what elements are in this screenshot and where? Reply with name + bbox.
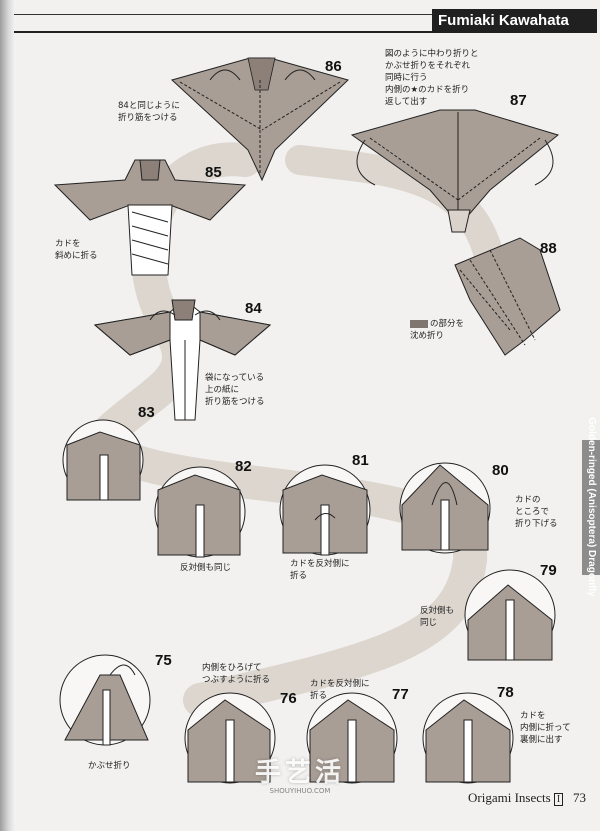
diagram-step-82 bbox=[154, 466, 246, 558]
step-caption: 図のように中わり折りとかぶせ折りをそれぞれ同時に行う内側の★のカドを折り返して出… bbox=[385, 49, 479, 107]
step-caption: 内側をひろげてつぶすように折る bbox=[202, 663, 271, 685]
step-caption: カドを内側に折って裏側に出す bbox=[520, 711, 571, 745]
header-rule bbox=[14, 14, 444, 33]
step-caption: かぶせ折り bbox=[88, 761, 131, 771]
step-number: 79 bbox=[540, 562, 557, 579]
diagram-step-81 bbox=[279, 464, 371, 556]
diagram-step-86 bbox=[171, 57, 349, 182]
diagram-step-84 bbox=[93, 299, 272, 421]
diagram-step-85 bbox=[53, 159, 247, 276]
step-number: 84 bbox=[245, 300, 262, 317]
volume-number: I bbox=[553, 793, 564, 806]
watermark-logo: 手艺活 bbox=[254, 758, 345, 788]
step-caption: 反対側も同じ bbox=[180, 563, 232, 573]
step-caption: カドを反対側に折る bbox=[310, 679, 370, 701]
watermark-url: SHOUYIHUO.COM bbox=[269, 787, 331, 795]
chapter-side-label: Golden-ringed (Anisoptera) Dragonfly bbox=[586, 417, 597, 597]
page-spine-shadow bbox=[0, 0, 14, 831]
diagram-step-88 bbox=[410, 237, 561, 356]
step-caption: 沈め折り bbox=[410, 331, 445, 341]
step-number: 83 bbox=[138, 404, 155, 421]
step-number: 77 bbox=[392, 686, 409, 703]
step-number: 88 bbox=[540, 240, 557, 257]
page-number: 73 bbox=[573, 790, 587, 805]
step-number: 81 bbox=[352, 452, 369, 469]
diagram-step-75 bbox=[59, 654, 151, 746]
diagram-step-87 bbox=[350, 109, 560, 233]
diagram-step-80 bbox=[399, 462, 491, 554]
step-number: 76 bbox=[280, 690, 297, 707]
step-number: 82 bbox=[235, 458, 252, 475]
book-title: Origami Insects bbox=[468, 790, 551, 805]
step-caption: カドを斜めに折る bbox=[55, 239, 98, 261]
step-caption: カドのところで折り下げる bbox=[515, 495, 558, 529]
diagram-step-76 bbox=[184, 692, 276, 784]
step-number: 75 bbox=[155, 652, 172, 669]
step-caption: 反対側も同じ bbox=[420, 606, 455, 628]
step-caption: カドを反対側に折る bbox=[290, 559, 350, 581]
step-caption: 84と同じように折り筋をつける bbox=[118, 101, 180, 123]
diagram-step-77 bbox=[306, 692, 398, 784]
diagram-step-79 bbox=[464, 569, 556, 661]
step-number: 85 bbox=[205, 164, 222, 181]
step-number: 86 bbox=[325, 58, 342, 75]
author-header: Fumiaki Kawahata bbox=[432, 9, 597, 33]
step-caption: の部分を bbox=[430, 319, 465, 329]
step-number: 87 bbox=[510, 92, 527, 109]
diagram-step-78 bbox=[422, 692, 514, 784]
step-caption: 袋になっている上の紙に折り筋をつける bbox=[205, 373, 265, 407]
page-footer: Origami Insects I 73 bbox=[468, 790, 586, 806]
chapter-side-tab: Golden-ringed (Anisoptera) Dragonfly bbox=[582, 417, 600, 597]
diagram-step-83 bbox=[62, 419, 144, 501]
step-number: 80 bbox=[492, 462, 509, 479]
step-number: 78 bbox=[497, 684, 514, 701]
